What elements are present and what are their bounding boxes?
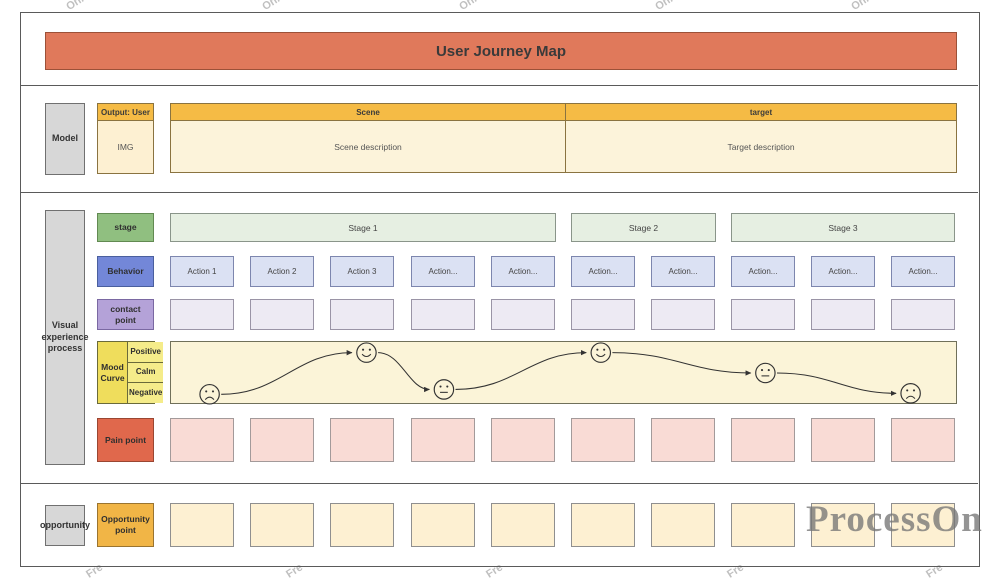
opportunity-row-label[interactable]: opportunity — [40, 505, 90, 546]
pain-point-box-9[interactable] — [811, 418, 875, 462]
pain-point-box-10[interactable] — [891, 418, 955, 462]
pain-point-row-label[interactable]: Pain point — [97, 418, 154, 462]
model-row-label[interactable]: Model — [45, 103, 85, 175]
pain-point-box-4[interactable] — [411, 418, 475, 462]
mood-face-neutral[interactable] — [755, 362, 776, 384]
mood-face-happy[interactable] — [590, 342, 612, 363]
contact-point-box-7[interactable] — [651, 299, 715, 330]
pain-point-box-8[interactable] — [731, 418, 795, 462]
stage-box-2[interactable]: Stage 2 — [571, 213, 716, 242]
stage-row-label[interactable]: stage — [97, 213, 154, 242]
section-divider — [20, 192, 978, 193]
mood-level-negative[interactable]: Negative — [128, 383, 164, 404]
contact-point-box-3[interactable] — [330, 299, 394, 330]
action-box-2[interactable]: Action 2 — [250, 256, 314, 287]
mood-level-positive[interactable]: Positive — [128, 342, 164, 363]
process-row-label[interactable]: Visual experience process — [41, 210, 89, 465]
scene-column[interactable]: Scene Scene description — [171, 104, 566, 172]
section-divider — [20, 85, 978, 86]
mood-levels: Positive Calm Negative — [128, 342, 164, 404]
contact-point-box-4[interactable] — [411, 299, 475, 330]
pain-point-box-6[interactable] — [571, 418, 635, 462]
output-user-header: Output: User — [98, 104, 153, 121]
mood-face-sad[interactable] — [199, 384, 220, 405]
action-box-1[interactable]: Action 1 — [170, 256, 234, 287]
opportunity-box-9[interactable] — [811, 503, 875, 547]
mood-curve-segment — [776, 372, 897, 396]
pain-point-box-5[interactable] — [491, 418, 555, 462]
diagram-frame — [20, 12, 980, 567]
title-bar-shape[interactable]: User Journey Map — [45, 32, 957, 70]
mood-curve-segment — [455, 349, 587, 390]
action-box-3[interactable]: Action 3 — [330, 256, 394, 287]
mood-curve-segment — [612, 352, 752, 376]
opportunity-box-2[interactable] — [250, 503, 314, 547]
opportunity-point-label[interactable]: Opportunity point — [97, 503, 154, 547]
target-description: Target description — [566, 121, 956, 172]
section-divider — [20, 483, 978, 484]
output-user-body: IMG — [98, 121, 153, 173]
mood-curve-label: Mood Curve — [98, 342, 128, 403]
contact-point-box-10[interactable] — [891, 299, 955, 330]
action-box-8[interactable]: Action... — [731, 256, 795, 287]
contact-point-box-5[interactable] — [491, 299, 555, 330]
mood-face-neutral[interactable] — [433, 379, 455, 400]
opportunity-box-10[interactable] — [891, 503, 955, 547]
pain-point-box-7[interactable] — [651, 418, 715, 462]
pain-point-box-3[interactable] — [330, 418, 394, 462]
contact-point-box-2[interactable] — [250, 299, 314, 330]
action-box-4[interactable]: Action... — [411, 256, 475, 287]
opportunity-box-6[interactable] — [571, 503, 635, 547]
scene-target-table[interactable]: Scene Scene description target Target de… — [170, 103, 957, 173]
opportunity-box-8[interactable] — [731, 503, 795, 547]
opportunity-box-5[interactable] — [491, 503, 555, 547]
action-box-9[interactable]: Action... — [811, 256, 875, 287]
stage-box-3[interactable]: Stage 3 — [731, 213, 955, 242]
mood-curve-label-block[interactable]: Mood Curve Positive Calm Negative — [97, 341, 164, 404]
contact-point-box-8[interactable] — [731, 299, 795, 330]
behavior-row-label[interactable]: Behavior — [97, 256, 154, 287]
stage-box-1[interactable]: Stage 1 — [170, 213, 556, 242]
mood-curve-canvas[interactable] — [170, 341, 957, 405]
opportunity-box-1[interactable] — [170, 503, 234, 547]
scene-description: Scene description — [171, 121, 565, 172]
mood-level-calm[interactable]: Calm — [128, 362, 164, 384]
pain-point-box-2[interactable] — [250, 418, 314, 462]
output-user-box[interactable]: Output: User IMG — [97, 103, 154, 174]
pain-point-box-1[interactable] — [170, 418, 234, 462]
mood-curve-segment — [221, 349, 353, 395]
contact-point-row-label[interactable]: contact point — [97, 299, 154, 330]
mood-face-sad[interactable] — [900, 383, 921, 404]
opportunity-box-3[interactable] — [330, 503, 394, 547]
contact-point-box-9[interactable] — [811, 299, 875, 330]
mood-face-happy[interactable] — [356, 342, 377, 363]
scene-header: Scene — [171, 104, 565, 121]
opportunity-box-4[interactable] — [411, 503, 475, 547]
action-box-6[interactable]: Action... — [571, 256, 635, 287]
action-box-5[interactable]: Action... — [491, 256, 555, 287]
contact-point-box-6[interactable] — [571, 299, 635, 330]
target-column[interactable]: target Target description — [566, 104, 956, 172]
contact-point-box-1[interactable] — [170, 299, 234, 330]
mood-curve-segment — [378, 352, 430, 393]
opportunity-box-7[interactable] — [651, 503, 715, 547]
target-header: target — [566, 104, 956, 121]
action-box-10[interactable]: Action... — [891, 256, 955, 287]
action-box-7[interactable]: Action... — [651, 256, 715, 287]
processon-watermark: ProcessOn — [806, 499, 983, 540]
